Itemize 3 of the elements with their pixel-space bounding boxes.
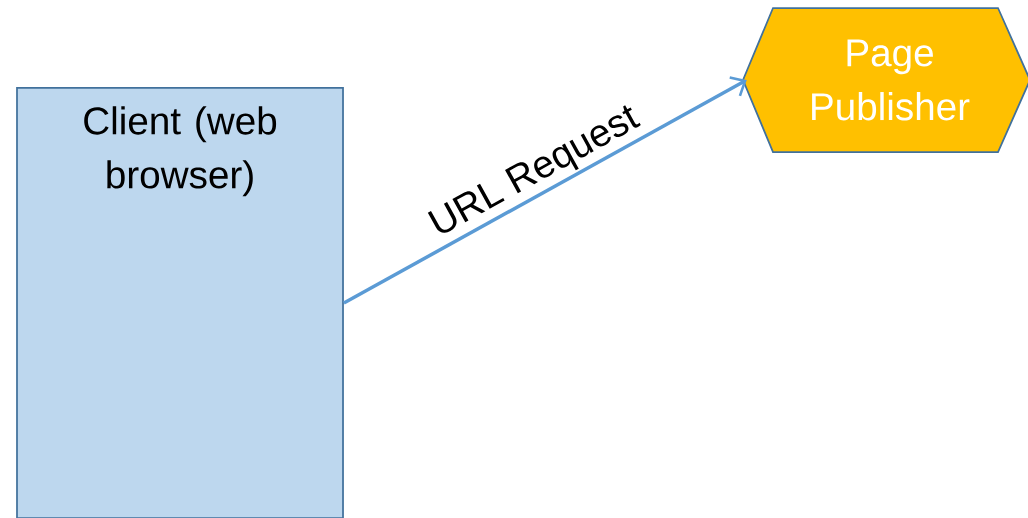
hexagon-box: Page Publisher [742,7,1028,153]
client-box: Client (web browser) [16,87,344,518]
arrow [343,76,747,305]
